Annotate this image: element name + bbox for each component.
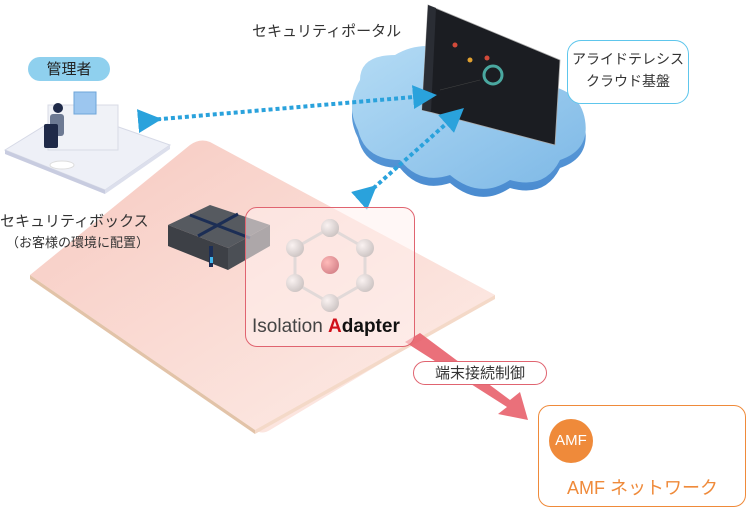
box-portal-link-arrow [351,108,464,210]
security-portal-label: セキュリティポータル [252,22,402,40]
amf-network-label: AMF ネットワーク [567,478,718,498]
cloud-label-line2: クラウド基盤 [586,74,670,90]
admin-label: 管理者 [28,57,110,81]
terminal-control-label: 端末接続制御 [413,361,547,385]
adapter-text-dapter: dapter [341,316,400,337]
isolation-adapter-logo-text: Isolation Adapter [252,316,400,338]
amf-badge-icon: AMF [549,419,593,463]
admin-workstation-illustration [3,91,172,194]
cloud-label-line1: アライドテレシス [572,52,684,68]
security-box-sublabel: （お客様の環境に配置） [6,236,150,251]
adapter-text-a: A [328,316,342,337]
security-box-label: セキュリティボックス [0,212,149,230]
isolation-adapter-frame [245,207,415,347]
cloud-platform-label: アライドテレシス クラウド基盤 [567,40,689,104]
adapter-text-isolation: Isolation [252,316,329,337]
